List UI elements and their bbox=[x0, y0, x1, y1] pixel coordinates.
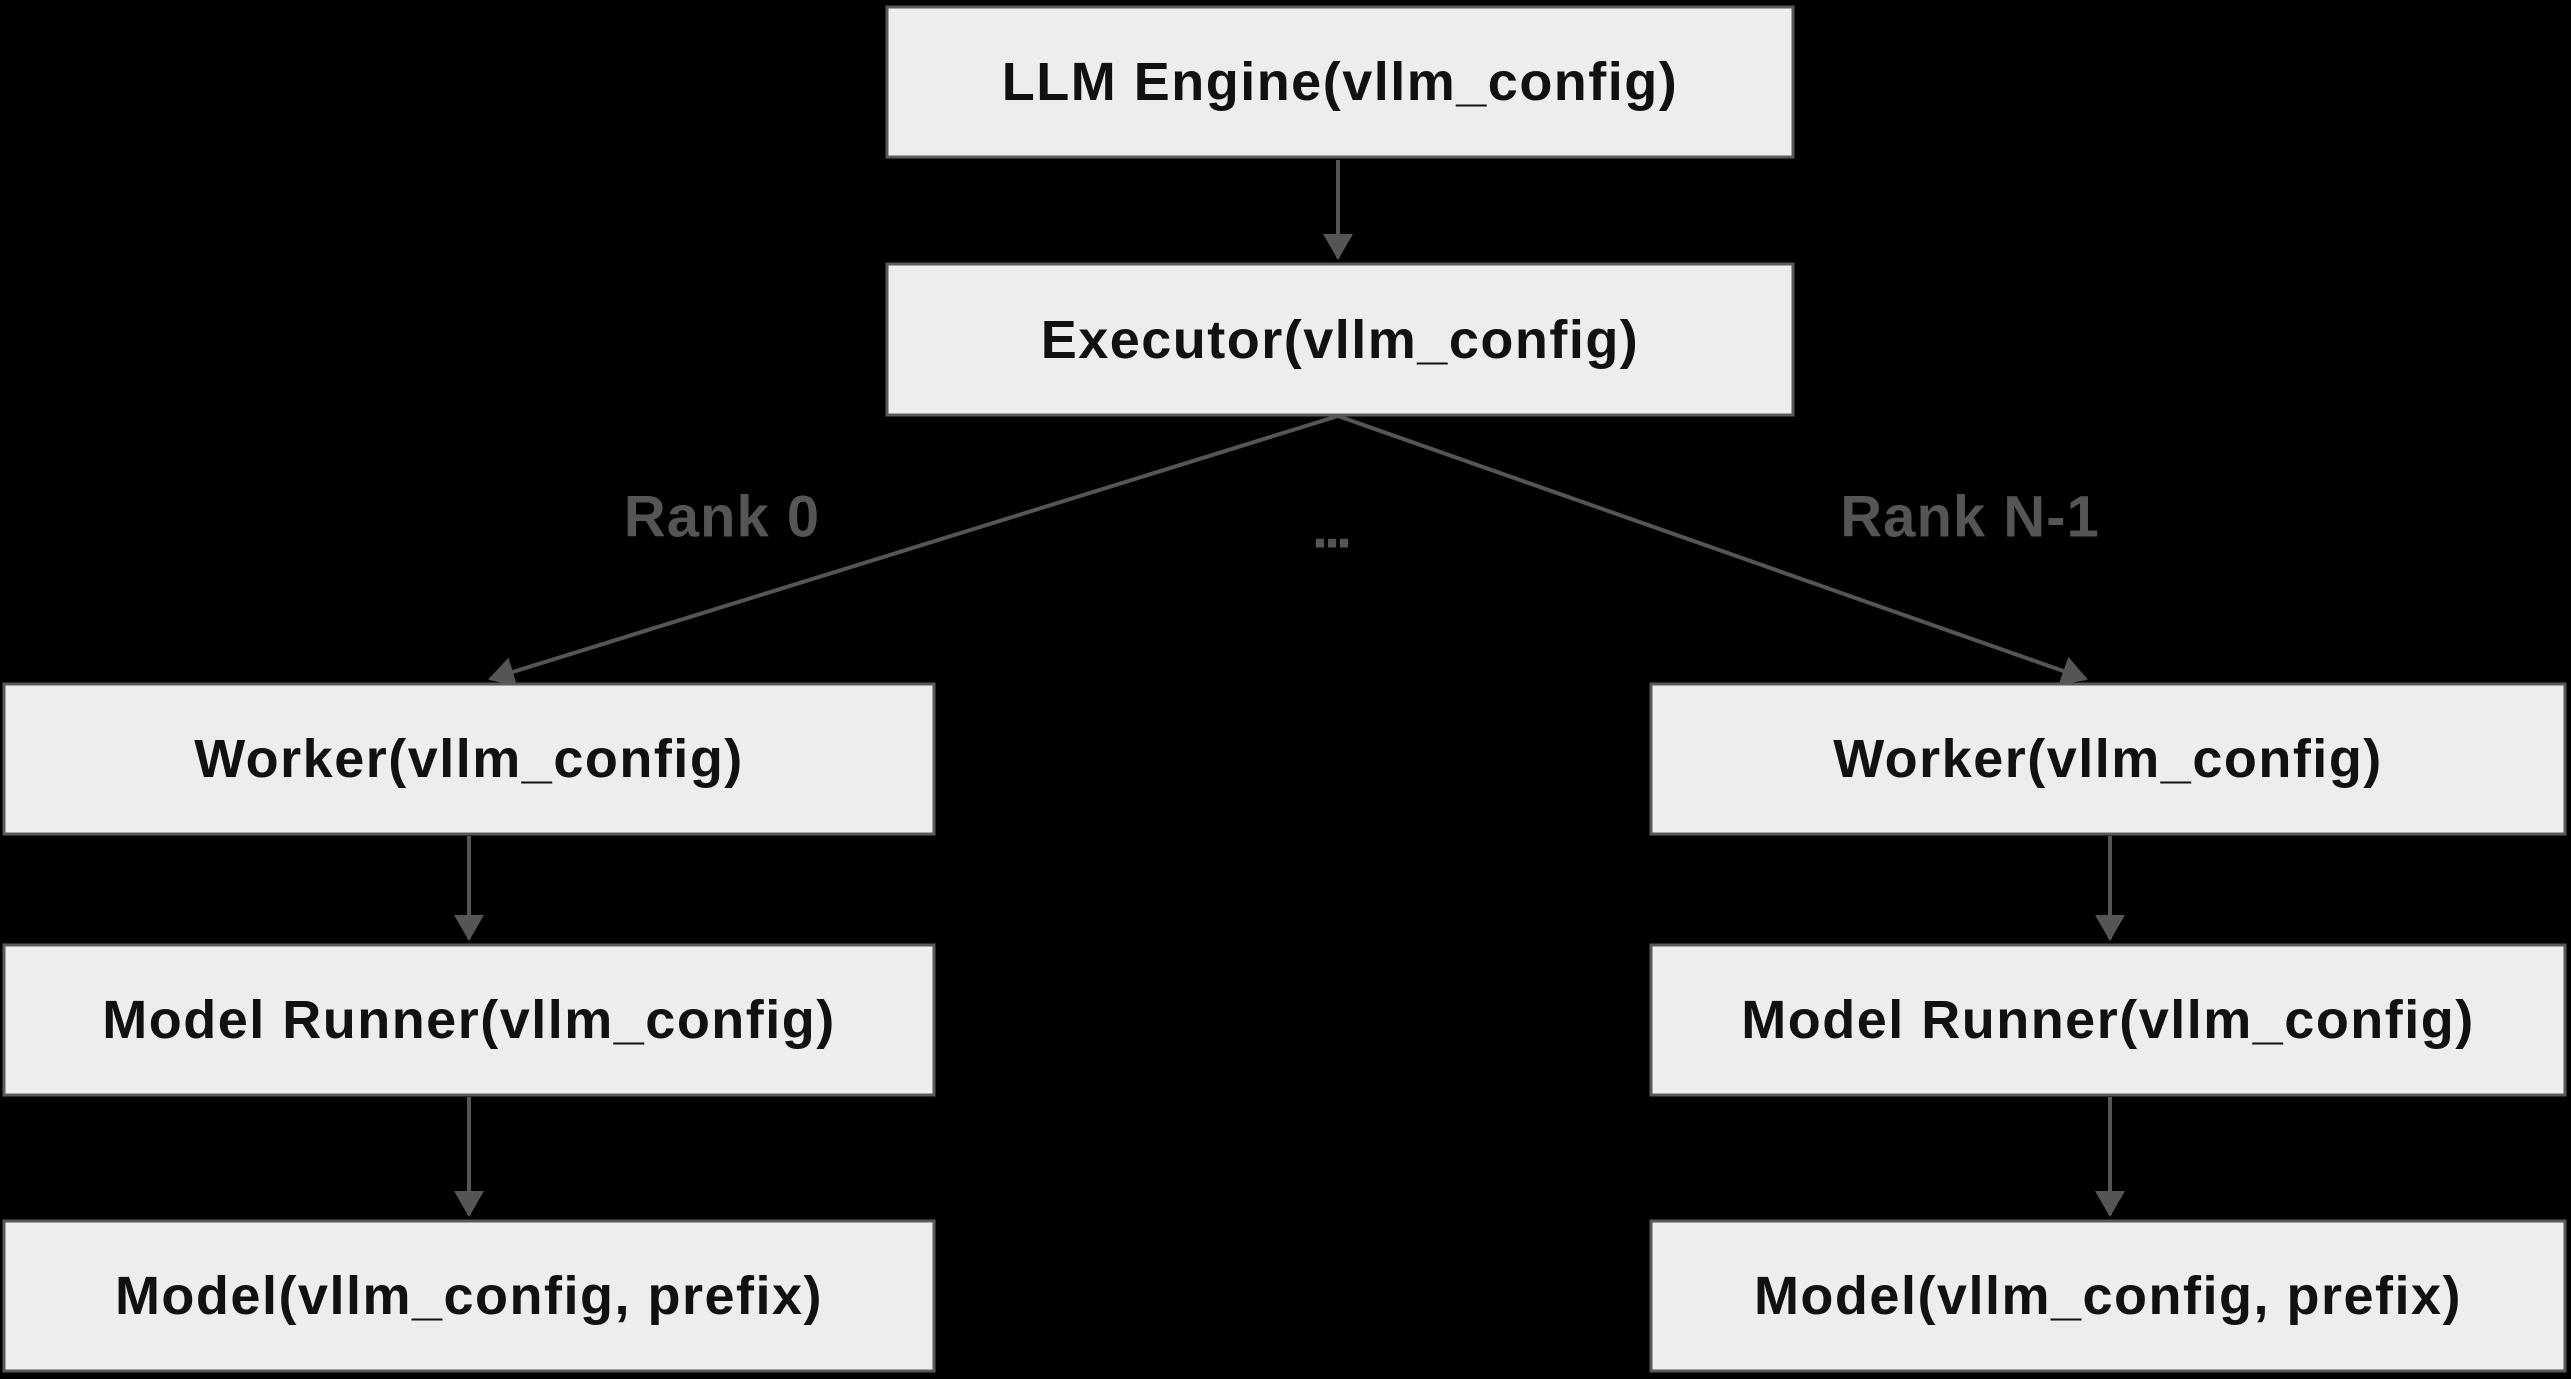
nodes: LLM Engine(vllm_config) Executor(vllm_co… bbox=[2, 5, 2567, 1373]
node-llm-engine-label: LLM Engine(vllm_config) bbox=[1002, 52, 1679, 112]
node-model-runner-right-box bbox=[1649, 943, 2567, 1097]
node-llm-engine-box bbox=[885, 5, 1795, 159]
node-worker-right-label: Worker(vllm_config) bbox=[1833, 729, 2383, 789]
node-model-runner-left-box bbox=[2, 943, 936, 1097]
node-model-left: Model(vllm_config, prefix) bbox=[2, 1219, 936, 1373]
node-model-right-label: Model(vllm_config, prefix) bbox=[1754, 1266, 2462, 1326]
node-worker-left: Worker(vllm_config) bbox=[2, 682, 936, 836]
node-model-runner-right-label: Model Runner(vllm_config) bbox=[1741, 990, 2475, 1050]
edge-executor-to-worker-right bbox=[1337, 414, 2088, 686]
edge-labels: Rank 0 ... Rank N-1 bbox=[624, 485, 2099, 561]
node-executor-box bbox=[885, 262, 1795, 417]
edge-label-ellipsis: ... bbox=[1312, 496, 1349, 561]
node-model-runner-left: Model Runner(vllm_config) bbox=[2, 943, 936, 1097]
node-worker-left-box bbox=[2, 682, 936, 836]
node-executor-label: Executor(vllm_config) bbox=[1041, 310, 1640, 370]
node-model-right: Model(vllm_config, prefix) bbox=[1649, 1219, 2567, 1373]
edge-executor-to-worker-left bbox=[488, 414, 1339, 687]
node-executor: Executor(vllm_config) bbox=[885, 262, 1795, 417]
node-model-runner-right: Model Runner(vllm_config) bbox=[1649, 943, 2567, 1097]
node-model-right-box bbox=[1649, 1219, 2567, 1373]
node-worker-right-box bbox=[1649, 682, 2567, 836]
edges bbox=[454, 160, 2125, 1217]
node-model-runner-left-label: Model Runner(vllm_config) bbox=[102, 990, 836, 1050]
node-worker-right: Worker(vllm_config) bbox=[1649, 682, 2567, 836]
node-worker-left-label: Worker(vllm_config) bbox=[194, 729, 744, 789]
edge-label-rank-n-1: Rank N-1 bbox=[1840, 485, 2099, 550]
node-llm-engine: LLM Engine(vllm_config) bbox=[885, 5, 1795, 159]
edge-label-rank-0: Rank 0 bbox=[624, 485, 820, 550]
node-model-left-box bbox=[2, 1219, 936, 1373]
node-model-left-label: Model(vllm_config, prefix) bbox=[115, 1266, 823, 1326]
